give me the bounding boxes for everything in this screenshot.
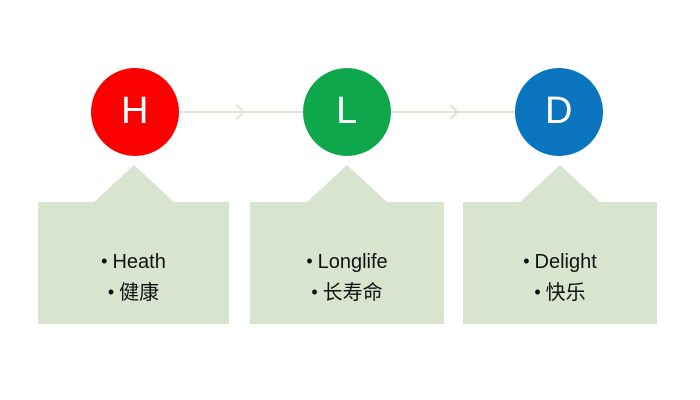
bullet-text: 健康	[119, 280, 160, 304]
callout-pointer	[93, 165, 174, 202]
callout-body: •Heath •健康	[38, 246, 229, 308]
list-item: •健康	[38, 277, 229, 308]
list-item: •Delight	[463, 246, 657, 277]
node-letter: H	[121, 90, 149, 132]
bullet-text: Heath	[112, 251, 166, 273]
list-item: •长寿命	[250, 277, 444, 308]
bullet-icon: •	[306, 251, 313, 271]
node-letter: D	[545, 90, 573, 132]
callout-body: •Longlife •长寿命	[250, 246, 444, 308]
connector-line	[176, 111, 304, 113]
chevron-right-icon	[235, 104, 246, 120]
node-letter: L	[336, 90, 358, 132]
node-circle-health[interactable]: H	[91, 68, 179, 156]
bullet-text: 长寿命	[322, 280, 383, 304]
connector-h-to-l	[176, 100, 304, 124]
list-item: •Heath	[38, 246, 229, 277]
list-item: •快乐	[463, 277, 657, 308]
callout-longlife: •Longlife •长寿命	[250, 165, 444, 324]
connector-l-to-d	[392, 100, 516, 124]
bullet-icon: •	[534, 282, 541, 302]
callout-delight: •Delight •快乐	[463, 165, 657, 324]
bullet-text: 快乐	[545, 280, 586, 304]
list-item: •Longlife	[250, 246, 444, 277]
connector-line	[392, 111, 516, 113]
bullet-icon: •	[107, 282, 115, 302]
bullet-icon: •	[523, 251, 530, 271]
callout-pointer	[307, 165, 387, 202]
callout-body: •Delight •快乐	[463, 246, 657, 308]
node-circle-longlife[interactable]: L	[303, 68, 391, 156]
bullet-text: Longlife	[317, 251, 388, 273]
chevron-right-icon	[449, 104, 460, 120]
node-circle-delight[interactable]: D	[515, 68, 603, 156]
callout-pointer	[520, 165, 600, 202]
callout-health: •Heath •健康	[38, 165, 229, 324]
bullet-text: Delight	[534, 251, 597, 273]
bullet-icon: •	[101, 251, 108, 271]
bullet-icon: •	[311, 282, 318, 302]
